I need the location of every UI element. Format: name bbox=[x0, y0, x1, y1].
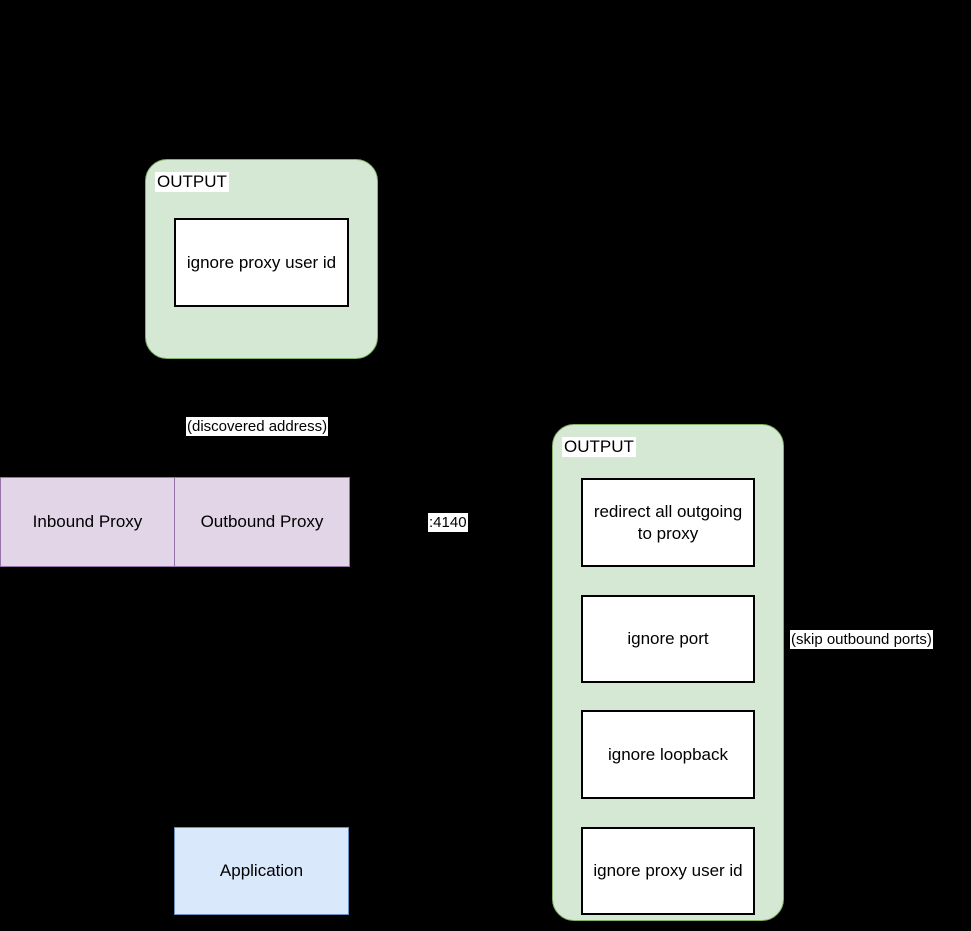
proxy-box-inbound-proxy-label: Inbound Proxy bbox=[32, 512, 143, 531]
node-ignore-port-label: ignore port bbox=[627, 629, 709, 648]
node-bottom-ignore-proxy-user-id[interactable]: ignore proxy user id bbox=[581, 827, 755, 915]
app-box-application-label: Application bbox=[219, 861, 304, 880]
group-output-bottom-label: OUTPUT bbox=[562, 437, 636, 457]
edge-label-port-4140: :4140 bbox=[428, 513, 468, 532]
node-bottom-ignore-proxy-user-id-label: ignore proxy user id bbox=[593, 861, 743, 880]
node-top-ignore-proxy-user-id-label: ignore proxy user id bbox=[186, 252, 337, 272]
node-top-ignore-proxy-user-id[interactable]: ignore proxy user id bbox=[174, 218, 349, 307]
proxy-box-inbound-proxy[interactable]: Inbound Proxy bbox=[0, 477, 175, 567]
group-output-top-label: OUTPUT bbox=[155, 172, 229, 192]
proxy-box-outbound-proxy-label: Outbound Proxy bbox=[200, 512, 324, 531]
node-redirect-all-outgoing-label: redirect all outgoing to proxy bbox=[593, 501, 743, 543]
edge-label-discovered-address: (discovered address) bbox=[186, 417, 329, 436]
node-redirect-all-outgoing[interactable]: redirect all outgoing to proxy bbox=[581, 478, 755, 567]
proxy-box-outbound-proxy[interactable]: Outbound Proxy bbox=[174, 477, 350, 567]
node-ignore-loopback[interactable]: ignore loopback bbox=[581, 710, 755, 799]
edge-label-skip-outbound-ports: (skip outbound ports) bbox=[790, 630, 933, 649]
node-ignore-port[interactable]: ignore port bbox=[581, 595, 755, 683]
app-box-application[interactable]: Application bbox=[174, 827, 349, 915]
node-ignore-loopback-label: ignore loopback bbox=[607, 744, 729, 764]
